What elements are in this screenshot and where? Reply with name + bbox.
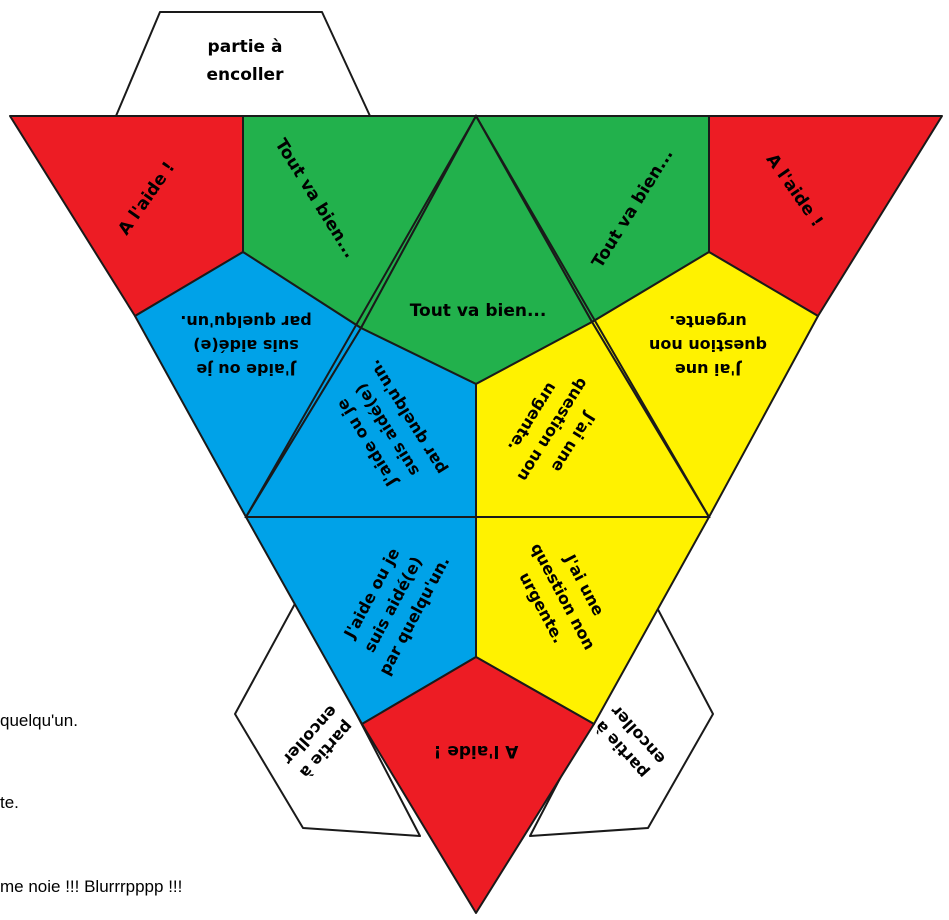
- label-blue-left-line-3: par quelqu'un.: [180, 312, 312, 331]
- label-blue-left-line-1: J'aide ou je: [196, 360, 296, 379]
- inner-triangle-outline: [244, 113, 711, 518]
- background-text-line-1: quelqu'un.: [0, 711, 78, 730]
- label-yellow-right-line-1: J'ai une: [675, 360, 742, 379]
- label-blue-left-line-2: suis aidé(e): [193, 336, 299, 355]
- glue-tab-top-line-1: partie à: [208, 37, 283, 57]
- label-red-bottom: A l'aide !: [434, 741, 519, 761]
- glue-tab-top: partie à encoller: [115, 11, 371, 117]
- glue-tab-bottom-left-shape: [234, 599, 421, 837]
- face-red-bottom: [361, 656, 595, 914]
- background-text-line-3: me noie !!! Blurrrpppp !!!: [0, 877, 182, 896]
- label-yellow-right-line-2: question non: [649, 336, 767, 355]
- label-yellow-right-line-3: urgente.: [669, 312, 747, 331]
- label-green-center: Tout va bien...: [410, 301, 547, 321]
- glue-tab-bottom-left: partie à encoller: [234, 599, 421, 837]
- glue-tab-top-shape: [115, 11, 371, 117]
- glue-tab-top-line-2: encoller: [207, 65, 285, 85]
- background-text-line-2: te.: [0, 793, 19, 812]
- glue-tab-bottom-right: partie à encoller: [529, 599, 714, 837]
